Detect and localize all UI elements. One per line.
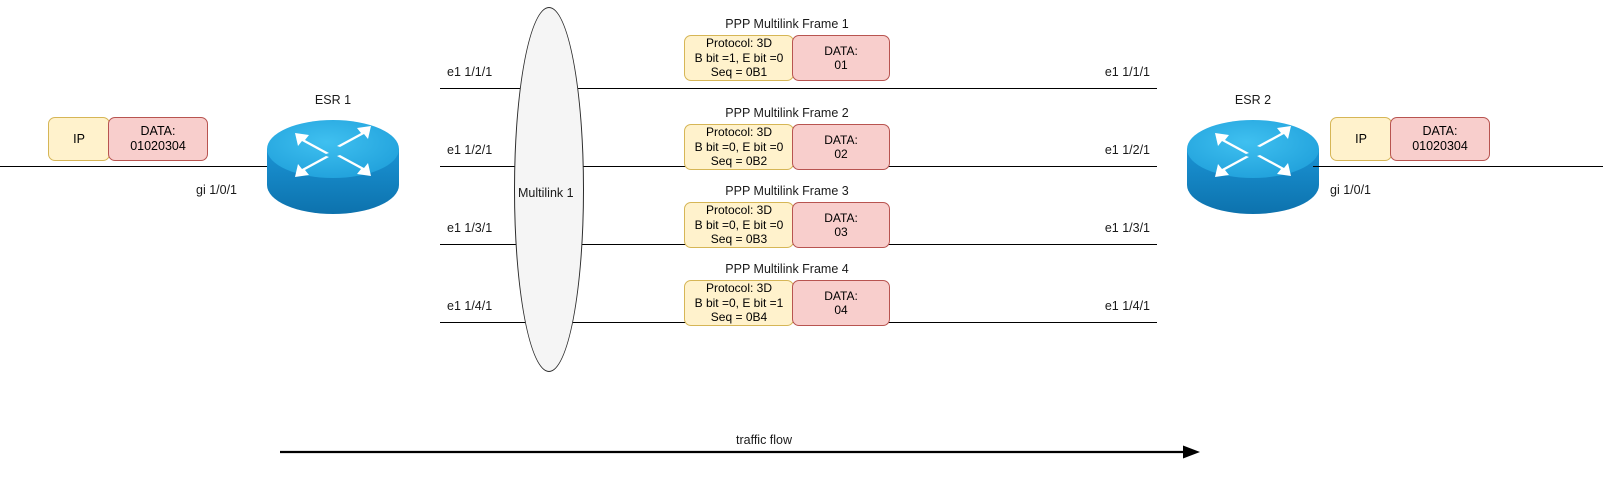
frame-1-data: DATA: 01 [792, 35, 890, 81]
left-access-interface-label: gi 1/0/1 [196, 183, 238, 197]
right-e1-label-4: e1 1/4/1 [1104, 299, 1150, 313]
left-packet-ip-header: IP [48, 117, 110, 161]
frame-2-seq: Seq = 0B2 [710, 154, 768, 169]
frame-2-data-value: 02 [834, 147, 848, 161]
right-edge-packet: IP DATA: 01020304 [1330, 117, 1490, 161]
frame-4-header: Protocol: 3D B bit =0, E bit =1 Seq = 0B… [684, 280, 794, 326]
right-e1-label-1: e1 1/1/1 [1104, 65, 1150, 79]
frame-3-seq: Seq = 0B3 [710, 232, 768, 247]
frame-3-data: DATA: 03 [792, 202, 890, 248]
frame-2-bits: B bit =0, E bit =0 [694, 139, 784, 154]
frame-1-data-label: DATA: [824, 43, 858, 58]
frame-3-data-value: 03 [834, 225, 848, 239]
frame-3-title: PPP Multilink Frame 3 [725, 184, 849, 198]
frame-3-bits: B bit =0, E bit =0 [694, 217, 784, 232]
frame-4-title: PPP Multilink Frame 4 [725, 262, 849, 276]
right-router-icon [1185, 113, 1321, 221]
left-packet-data-label: DATA: [140, 124, 176, 138]
frame-2: Protocol: 3D B bit =0, E bit =0 Seq = 0B… [684, 124, 890, 170]
frame-3: Protocol: 3D B bit =0, E bit =0 Seq = 0B… [684, 202, 890, 248]
frame-1-seq: Seq = 0B1 [710, 65, 768, 80]
multilink-bundle-ellipse [514, 7, 584, 372]
frame-2-data-label: DATA: [824, 132, 858, 147]
traffic-flow-arrow [280, 445, 1200, 459]
frame-1: Protocol: 3D B bit =1, E bit =0 Seq = 0B… [684, 35, 890, 81]
e1-link-line-1 [440, 88, 1157, 89]
right-access-link-line [1313, 166, 1603, 167]
left-e1-label-1: e1 1/1/1 [447, 65, 493, 79]
frame-2-header: Protocol: 3D B bit =0, E bit =0 Seq = 0B… [684, 124, 794, 170]
frame-4-bits: B bit =0, E bit =1 [694, 295, 784, 310]
right-e1-label-2: e1 1/2/1 [1104, 143, 1150, 157]
right-packet-data: DATA: 01020304 [1390, 117, 1490, 161]
multilink-bundle-label: Multilink 1 [518, 186, 574, 200]
frame-4-data: DATA: 04 [792, 280, 890, 326]
right-packet-ip-label: IP [1355, 132, 1367, 146]
right-packet-ip-header: IP [1330, 117, 1392, 161]
right-access-interface-label: gi 1/0/1 [1330, 183, 1372, 197]
frame-3-data-label: DATA: [824, 210, 858, 225]
frame-2-data: DATA: 02 [792, 124, 890, 170]
frame-4-data-value: 04 [834, 303, 848, 317]
frame-1-data-value: 01 [834, 58, 848, 72]
frame-3-header: Protocol: 3D B bit =0, E bit =0 Seq = 0B… [684, 202, 794, 248]
frame-2-protocol: Protocol: 3D [705, 125, 773, 140]
left-e1-label-4: e1 1/4/1 [447, 299, 493, 313]
right-packet-data-label: DATA: [1422, 124, 1458, 138]
left-edge-packet: IP DATA: 01020304 [48, 117, 208, 161]
frame-1-bits: B bit =1, E bit =0 [694, 50, 784, 65]
left-packet-data: DATA: 01020304 [108, 117, 208, 161]
frame-2-title: PPP Multilink Frame 2 [725, 106, 849, 120]
frame-4: Protocol: 3D B bit =0, E bit =1 Seq = 0B… [684, 280, 890, 326]
frame-4-seq: Seq = 0B4 [710, 310, 768, 325]
left-router-name: ESR 1 [314, 93, 352, 107]
frame-4-protocol: Protocol: 3D [705, 281, 773, 296]
traffic-flow-label: traffic flow [736, 433, 793, 447]
left-access-link-line [0, 166, 272, 167]
left-router-icon [265, 113, 401, 221]
frame-1-header: Protocol: 3D B bit =1, E bit =0 Seq = 0B… [684, 35, 794, 81]
right-router-name: ESR 2 [1234, 93, 1272, 107]
right-e1-label-3: e1 1/3/1 [1104, 221, 1150, 235]
frame-4-data-label: DATA: [824, 288, 858, 303]
left-e1-label-2: e1 1/2/1 [447, 143, 493, 157]
frame-3-protocol: Protocol: 3D [705, 203, 773, 218]
frame-1-title: PPP Multilink Frame 1 [725, 17, 849, 31]
left-packet-data-value: 01020304 [130, 139, 186, 153]
left-packet-ip-label: IP [73, 132, 85, 146]
left-e1-label-3: e1 1/3/1 [447, 221, 493, 235]
frame-1-protocol: Protocol: 3D [705, 36, 773, 51]
right-packet-data-value: 01020304 [1412, 139, 1468, 153]
